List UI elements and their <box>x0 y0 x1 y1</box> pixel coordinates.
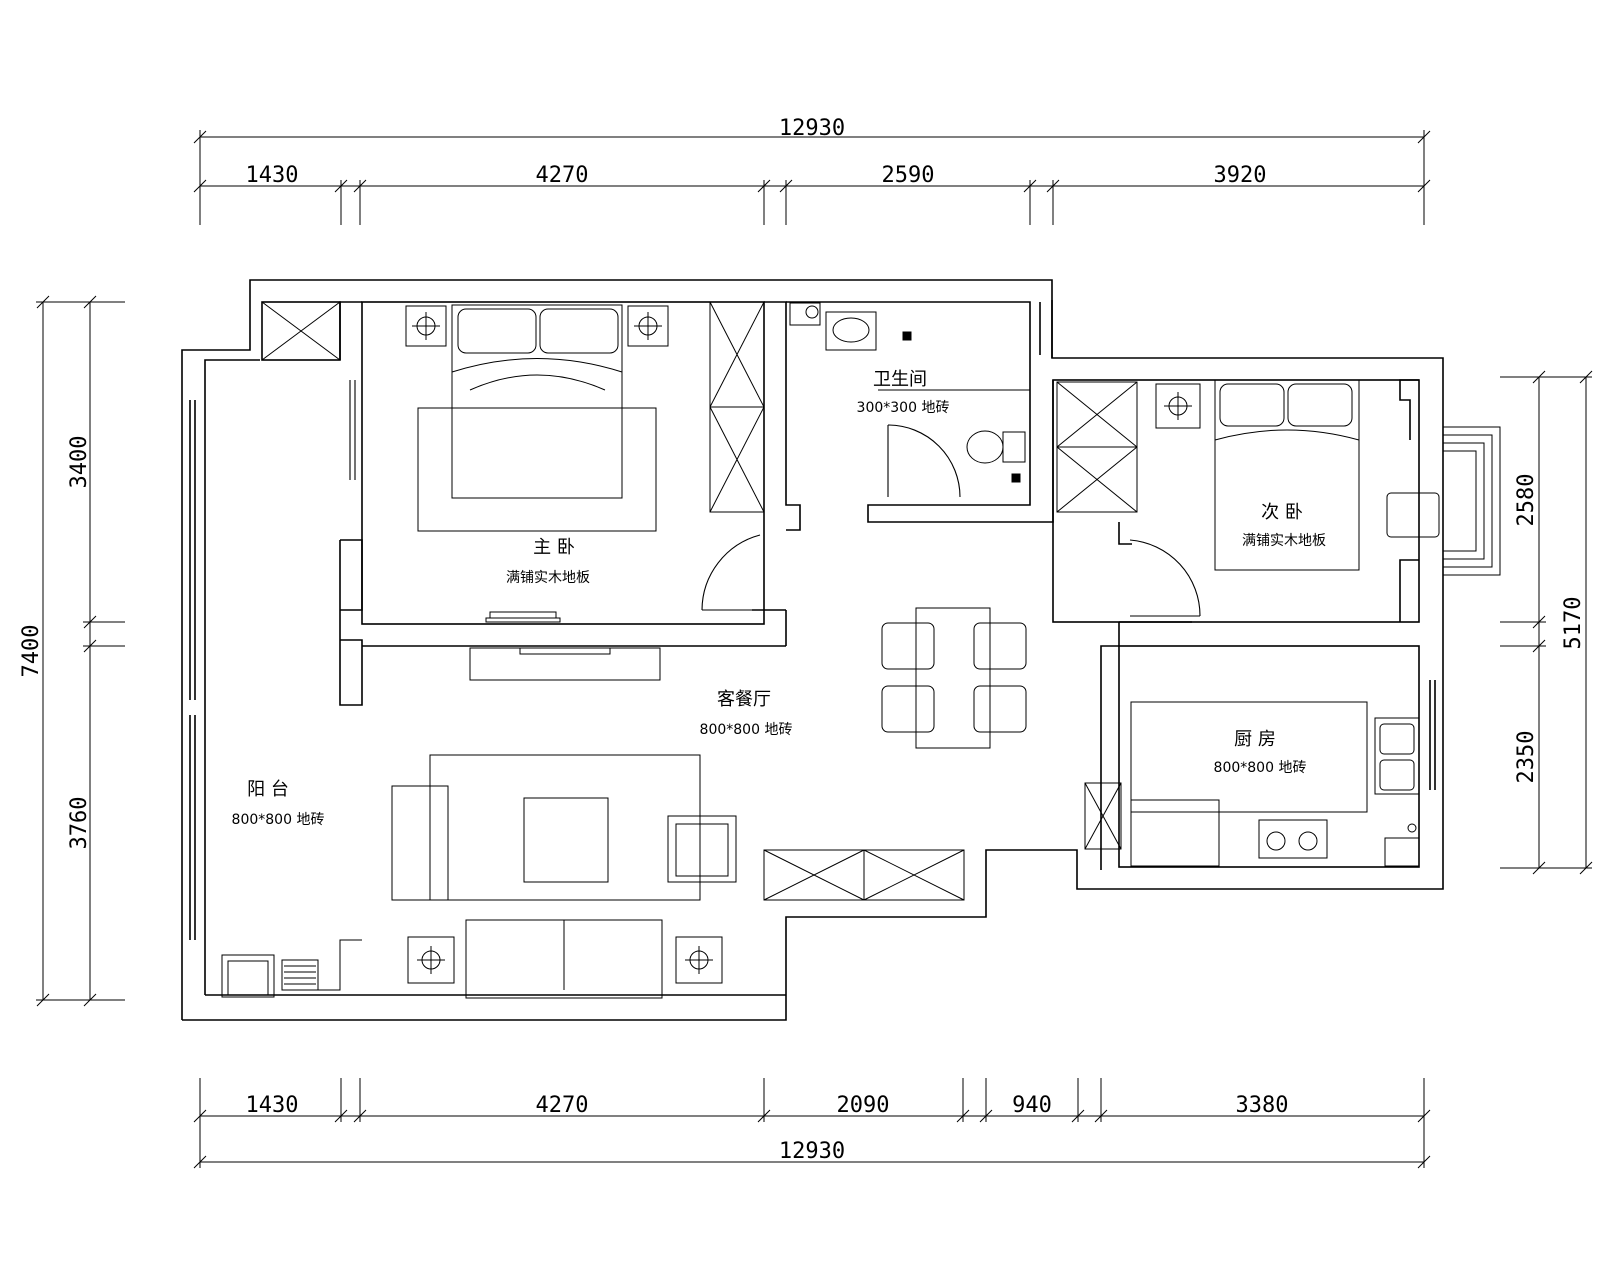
master-bed <box>405 304 669 532</box>
bay-window <box>1443 426 1501 576</box>
dim-top-total: 12930 <box>779 116 845 141</box>
room-name: 厨 房 <box>1234 729 1276 750</box>
dim-left-2: 3760 <box>67 797 92 850</box>
dimension-bottom <box>193 1078 1431 1169</box>
dim-left-1: 3400 <box>67 436 92 489</box>
second-door-swing <box>1129 539 1201 617</box>
lamp-icon <box>412 312 662 340</box>
room-name: 主 卧 <box>533 537 575 558</box>
room-finish: 满铺实木地板 <box>1242 533 1326 549</box>
dim-right-1: 2580 <box>1514 474 1539 527</box>
room-finish: 800*800 地砖 <box>1214 760 1307 776</box>
storage-shaft <box>261 301 341 361</box>
fridge-cabinet <box>1084 782 1122 850</box>
dim-top-1: 1430 <box>246 163 299 188</box>
dim-bottom-total: 12930 <box>779 1139 845 1164</box>
washing-machine <box>221 939 362 998</box>
room-kitchen: 厨 房 800*800 地砖 <box>1214 729 1307 776</box>
room-name: 卫生间 <box>873 369 927 390</box>
dim-right-total: 5170 <box>1561 597 1586 650</box>
bathroom-fixtures <box>789 302 1030 483</box>
exterior-walls <box>181 279 1444 1021</box>
kitchen-fixtures <box>1130 701 1420 867</box>
doors <box>349 380 1201 617</box>
dim-right-2: 2350 <box>1514 731 1539 784</box>
master-door-swing <box>701 534 761 611</box>
room-second-bedroom: 次 卧 满铺实木地板 <box>1242 502 1326 549</box>
master-tv <box>469 611 661 681</box>
dimension-top <box>193 130 1431 225</box>
dim-top-3: 2590 <box>882 163 935 188</box>
dim-top-2: 4270 <box>536 163 589 188</box>
second-bed <box>1155 379 1440 571</box>
dimension-left <box>36 295 125 1007</box>
wardrobe-second <box>1056 381 1138 513</box>
interior-walls <box>261 300 1436 870</box>
dim-bottom-5: 3380 <box>1236 1093 1289 1118</box>
room-finish: 800*800 地砖 <box>232 812 325 828</box>
dim-bottom-3: 2090 <box>837 1093 890 1118</box>
room-master-bedroom: 主 卧 满铺实木地板 <box>506 537 590 586</box>
room-finish: 800*800 地砖 <box>700 722 793 738</box>
room-finish: 满铺实木地板 <box>506 570 590 586</box>
dim-bottom-2: 4270 <box>536 1093 589 1118</box>
room-name: 客餐厅 <box>717 689 771 710</box>
room-balcony: 阳 台 800*800 地砖 <box>232 779 325 828</box>
tv-cabinet-living <box>763 849 965 901</box>
dimension-right <box>1500 370 1593 875</box>
dim-bottom-1: 1430 <box>246 1093 299 1118</box>
dining-table <box>881 607 1027 749</box>
dim-bottom-4: 940 <box>1012 1093 1052 1118</box>
room-living-dining: 客餐厅 800*800 地砖 <box>700 689 793 738</box>
room-name: 阳 台 <box>247 779 289 800</box>
dim-top-4: 3920 <box>1214 163 1267 188</box>
wardrobe-master <box>709 301 765 513</box>
room-name: 次 卧 <box>1261 502 1303 523</box>
bathroom-door-swing <box>887 424 961 498</box>
room-finish: 300*300 地砖 <box>857 400 950 416</box>
living-furniture <box>391 754 737 999</box>
room-bathroom: 卫生间 300*300 地砖 <box>857 369 950 416</box>
dim-left-total: 7400 <box>19 625 44 678</box>
